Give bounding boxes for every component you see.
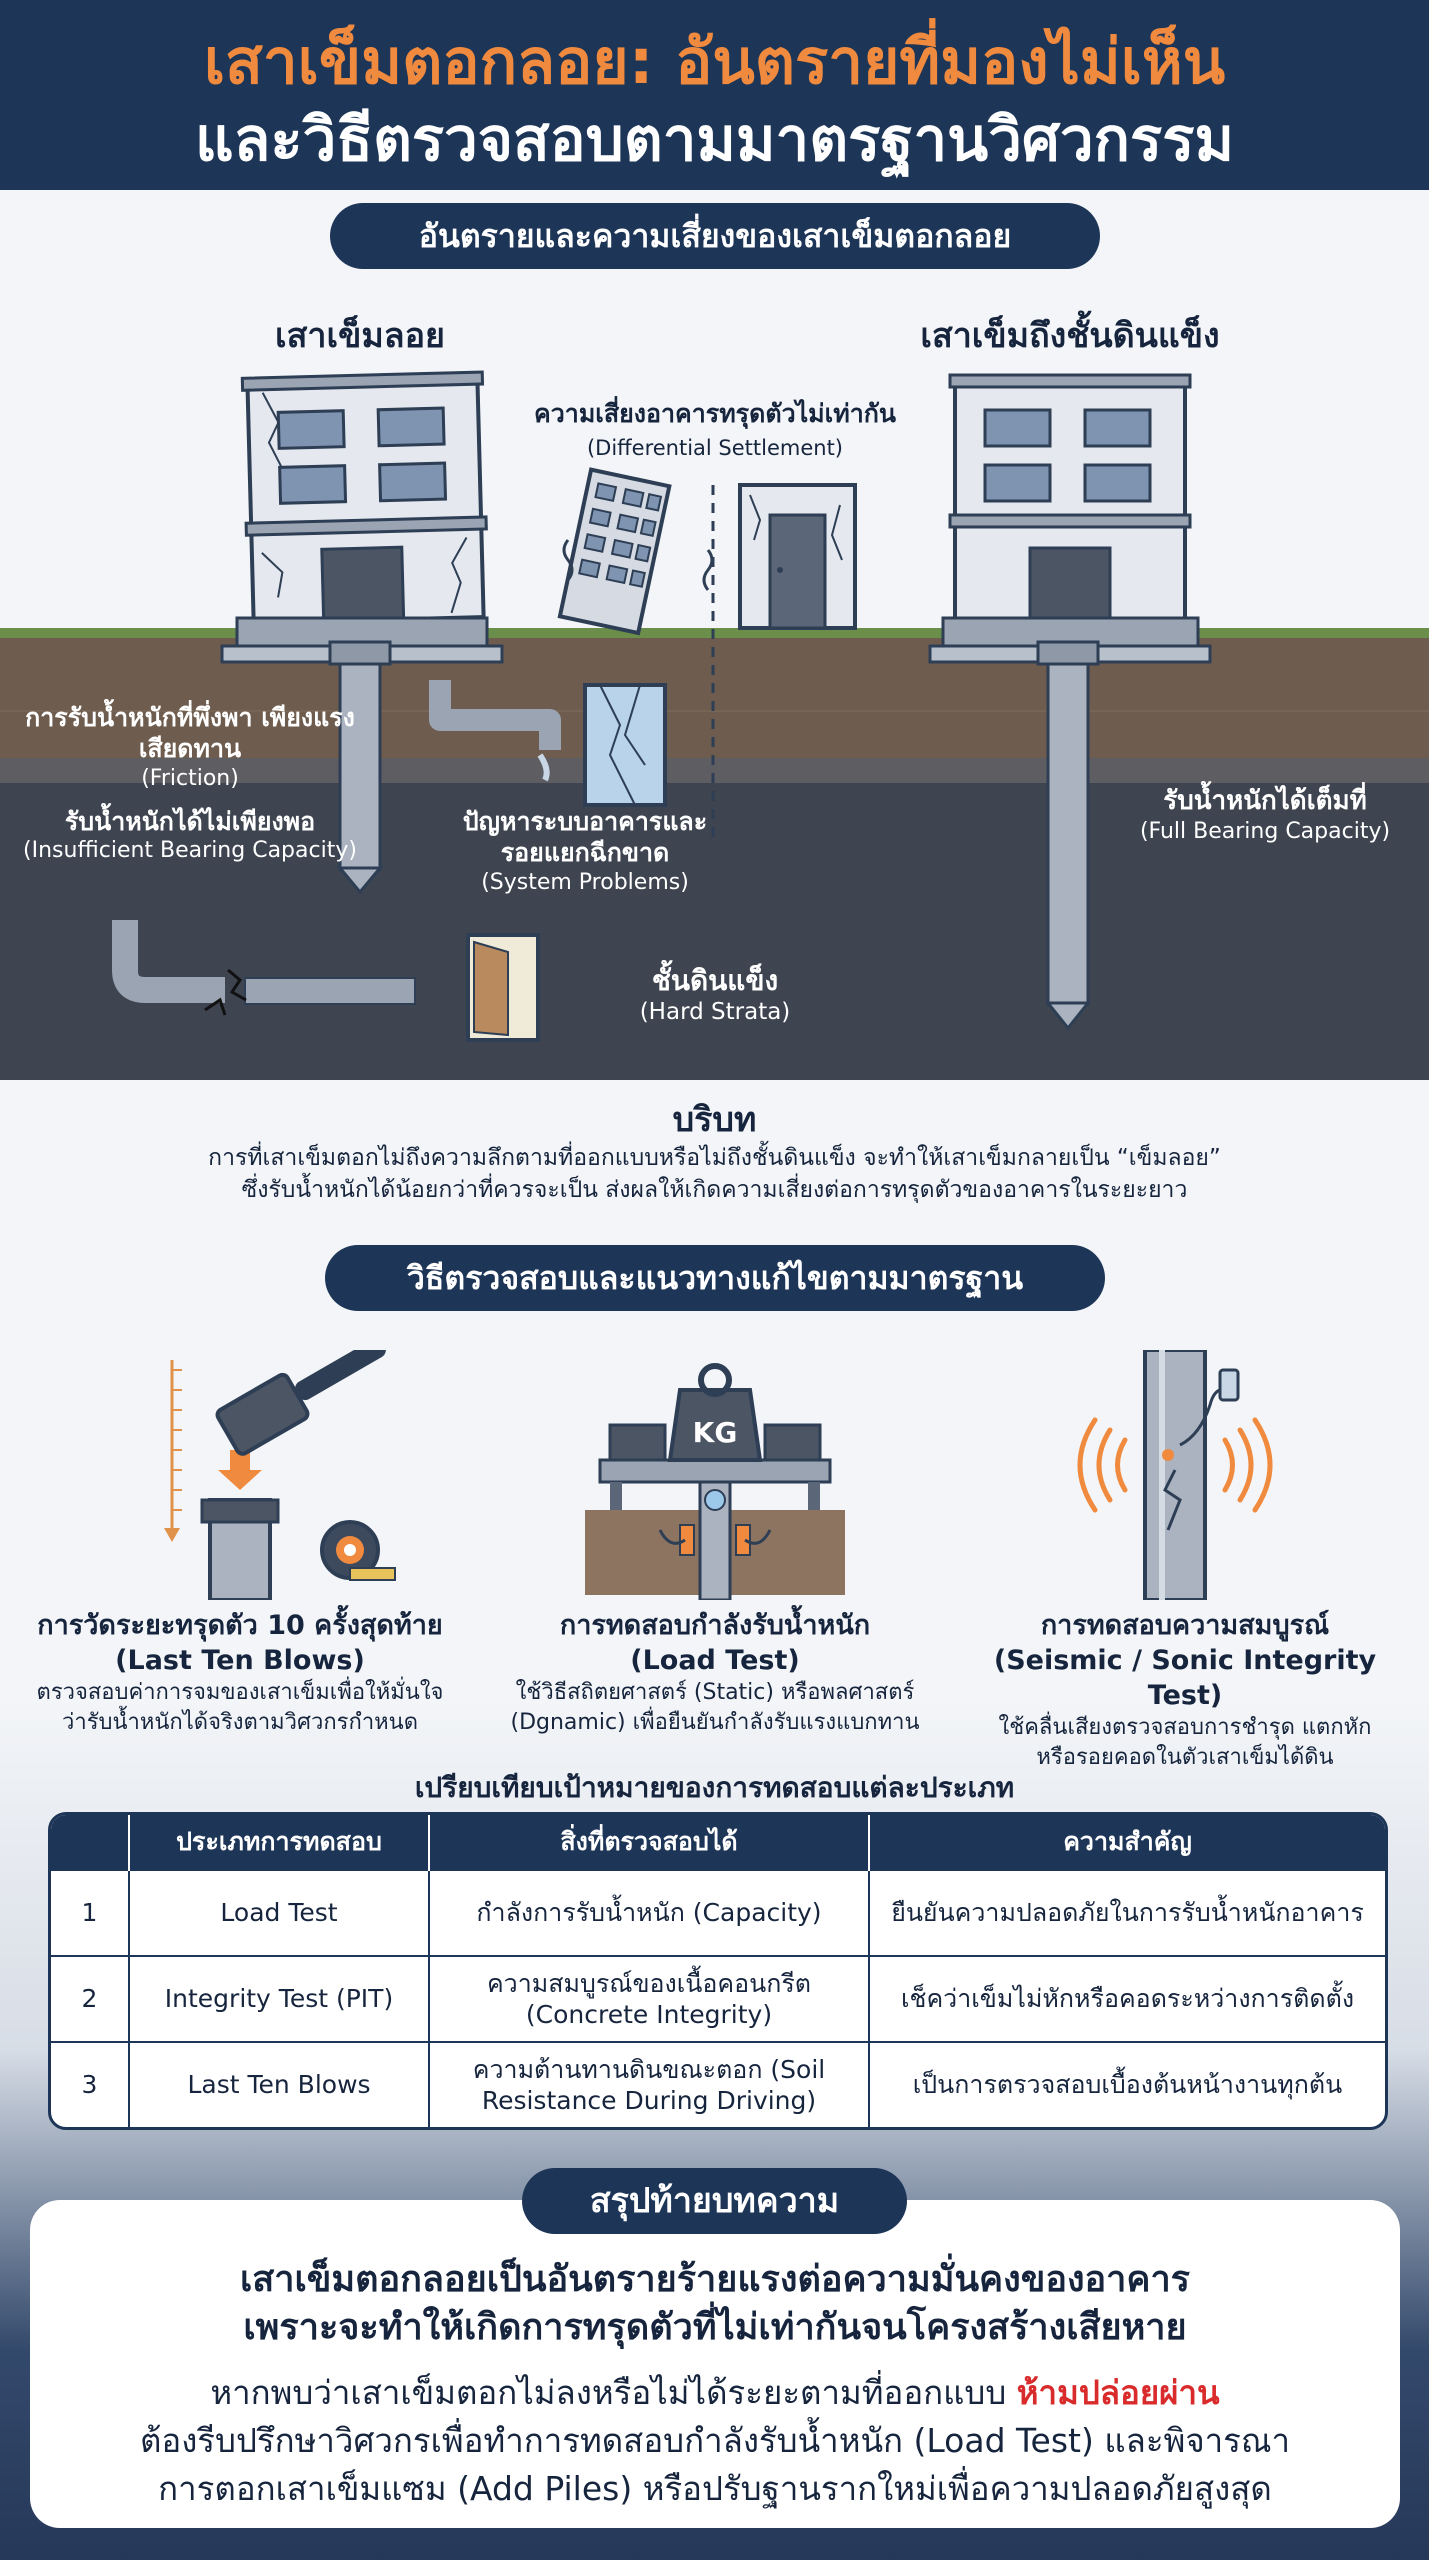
differential-settlement-en: (Differential Settlement) xyxy=(586,435,844,460)
stable-building xyxy=(948,373,1192,622)
system-problems-label: ปัญหาระบบอาคารและ รอยแยกฉีกขาด (System P… xyxy=(440,806,730,896)
full-bearing-th: รับน้ำหนักได้เต็มที่ xyxy=(1163,786,1367,816)
method-subtitle: (Last Ten Blows) xyxy=(115,1645,365,1677)
page-subtitle: และวิธีตรวจสอบตามมาตรฐานวิศวกรรม xyxy=(194,105,1234,175)
broken-pipe-lower xyxy=(112,920,225,1003)
summary-line-3-text: หากพบว่าเสาเข็มตอกไม่ลงหรือไม่ได้ระยะตาม… xyxy=(210,2373,1017,2412)
row-importance: เป็นการตรวจสอบเบื้องต้นหน้างานทุกต้น xyxy=(868,2041,1385,2127)
row-importance: เช็คว่าเข็มไม่หักหรือคอดระหว่างการติดตั้… xyxy=(868,1955,1385,2042)
full-bearing-label: รับน้ำหนักได้เต็มที่ (Full Bearing Capac… xyxy=(1110,785,1420,845)
row-no: 2 xyxy=(51,1955,129,2042)
header-no xyxy=(51,1815,129,1870)
header-importance: ความสำคัญ xyxy=(868,1815,1385,1870)
cracked-building xyxy=(240,370,488,626)
floating-pile-title: เสาเข็มลอย xyxy=(275,316,445,356)
broken-pipe-upper xyxy=(429,680,561,750)
summary-line-5: การตอกเสาเข็มแซม (Add Piles) หรือปรับฐาน… xyxy=(158,2469,1272,2508)
differential-settlement-label: ความเสี่ยงอาคารทรุดตัวไม่เท่ากัน (Differ… xyxy=(480,398,950,463)
method-last-ten-blows: การวัดระยะทรุดตัว 10 ครั้งสุดท้าย (Last … xyxy=(20,1608,460,1738)
summary-warning: ห้ามปล่อยผ่าน xyxy=(1016,2373,1220,2412)
summary-bold-line-2: เพราะจะทำให้เกิดการทรุดตัวที่ไม่เท่ากันจ… xyxy=(243,2307,1187,2348)
system-problems-th: ปัญหาระบบอาคารและ รอยแยกฉีกขาด xyxy=(462,807,708,868)
page-title: เสาเข็มตอกลอย: อันตรายที่มองไม่เห็น xyxy=(203,25,1226,98)
method-desc-2: หรือรอยคอดในตัวเสาเข็มได้ดิน xyxy=(1036,1744,1334,1770)
friction-th: การรับน้ำหนักที่พึ่งพา เพียงแรงเสียดทาน xyxy=(25,703,355,764)
comparison-table: ประเภทการทดสอบ สิ่งที่ตรวจสอบได้ ความสำค… xyxy=(48,1812,1388,2130)
method-subtitle: (Load Test) xyxy=(630,1645,800,1677)
method-title: การวัดระยะทรุดตัว 10 ครั้งสุดท้าย xyxy=(37,1610,443,1641)
end-bearing-pile xyxy=(1046,658,1090,1007)
row-checks: กำลังการรับน้ำหนัก (Capacity) xyxy=(428,1869,869,1956)
method-title: การทดสอบกำลังรับน้ำหนัก xyxy=(559,1610,871,1641)
method-integrity-test: การทดสอบความสมบูรณ์ (Seismic / Sonic Int… xyxy=(960,1608,1410,1773)
row-type: Load Test xyxy=(128,1869,429,1956)
table-header-row: ประเภทการทดสอบ สิ่งที่ตรวจสอบได้ ความสำค… xyxy=(51,1815,1385,1870)
context-line-2: ซึ่งรับน้ำหนักได้น้อยกว่าที่ควรจะเป็น ส่… xyxy=(241,1177,1188,1203)
hard-strata-label: ชั้นดินแข็ง (Hard Strata) xyxy=(570,963,860,1027)
method-desc-1: ใช้วิธีสถิตยศาสตร์ (Static) หรือพลศาสตร์ xyxy=(515,1680,915,1706)
hazard-section-heading: อันตรายและความเสี่ยงของเสาเข็มตอกลอย xyxy=(330,203,1100,269)
row-checks: ความต้านทานดินขณะตอก (Soil Resistance Du… xyxy=(428,2041,869,2127)
full-bearing-en: (Full Bearing Capacity) xyxy=(1139,818,1391,844)
row-importance: ยืนยันความปลอดภัยในการรับน้ำหนักอาคาร xyxy=(868,1869,1385,1956)
row-type: Last Ten Blows xyxy=(128,2041,429,2127)
summary-line-3: หากพบว่าเสาเข็มตอกไม่ลงหรือไม่ได้ระยะตาม… xyxy=(30,2366,1400,2419)
friction-en: (Friction) xyxy=(141,765,239,791)
table-row: 2 Integrity Test (PIT) ความสมบูรณ์ของเนื… xyxy=(51,1955,1385,2042)
load-test-icon: KG xyxy=(585,1363,845,1600)
method-desc-2: ว่ารับน้ำหนักได้จริงตามวิศวกรกำหนด xyxy=(62,1709,418,1735)
differential-settlement-th: ความเสี่ยงอาคารทรุดตัวไม่เท่ากัน xyxy=(534,399,896,428)
floating-pile xyxy=(338,658,382,872)
insufficient-capacity-th: รับน้ำหนักได้ไม่เพียงพอ xyxy=(64,807,316,836)
friction-label: การรับน้ำหนักที่พึ่งพา เพียงแรงเสียดทาน … xyxy=(25,702,355,792)
method-subtitle: (Seismic / Sonic Integrity Test) xyxy=(993,1645,1377,1712)
insufficient-capacity-label: รับน้ำหนักได้ไม่เพียงพอ (Insufficient Be… xyxy=(20,806,360,865)
method-title: การทดสอบความสมบูรณ์ xyxy=(1040,1610,1330,1641)
row-no: 3 xyxy=(51,2041,129,2127)
header-checks: สิ่งที่ตรวจสอบได้ xyxy=(428,1815,869,1870)
system-problems-en: (System Problems) xyxy=(481,869,689,895)
hammer-icon xyxy=(164,1350,396,1600)
context-heading: บริบท xyxy=(672,1100,757,1140)
page-header xyxy=(0,0,1429,190)
hazard-illustration xyxy=(0,280,1429,1080)
summary-box xyxy=(30,2200,1400,2528)
table-row: 3 Last Ten Blows ความต้านทานดินขณะตอก (S… xyxy=(51,2041,1385,2127)
summary-line-4: ต้องรีบปรึกษาวิศวกรเพื่อทำการทดสอบกำลังร… xyxy=(139,2421,1291,2460)
method-desc-1: ใช้คลื่นเสียงตรวจสอบการชำรุด แตกหัก xyxy=(998,1715,1372,1741)
end-bearing-pile-title: เสาเข็มถึงชั้นดินแข็ง xyxy=(920,316,1220,356)
row-type: Integrity Test (PIT) xyxy=(128,1955,429,2042)
tilting-building xyxy=(557,467,672,636)
method-load-test: การทดสอบกำลังรับน้ำหนัก (Load Test) ใช้ว… xyxy=(490,1608,940,1738)
header-type: ประเภทการทดสอบ xyxy=(128,1815,429,1870)
insufficient-capacity-en: (Insufficient Bearing Capacity) xyxy=(23,838,357,864)
summary-bold-line-1: เสาเข็มตอกลอยเป็นอันตรายร้ายแรงต่อความมั… xyxy=(239,2259,1190,2300)
sonic-integrity-icon xyxy=(1077,1350,1273,1600)
method-desc-1: ตรวจสอบค่าการจมของเสาเข็มเพื่อให้มั่นใจ xyxy=(36,1680,444,1706)
summary-heading: สรุปท้ายบทความ xyxy=(522,2168,907,2234)
methods-section-heading: วิธีตรวจสอบและแนวทางแก้ไขตามมาตรฐาน xyxy=(325,1245,1105,1311)
comparison-title: เปรียบเทียบเป้าหมายของการทดสอบแต่ละประเภ… xyxy=(414,1771,1015,1804)
hard-strata-th: ชั้นดินแข็ง xyxy=(651,964,779,997)
row-no: 1 xyxy=(51,1869,129,1956)
row-checks: ความสมบูรณ์ของเนื้อคอนกรีต (Concrete Int… xyxy=(428,1955,869,2042)
context-line-1: การที่เสาเข็มตอกไม่ถึงความลึกตามที่ออกแบ… xyxy=(208,1145,1221,1171)
table-row: 1 Load Test กำลังการรับน้ำหนัก (Capacity… xyxy=(51,1869,1385,1956)
method-desc-2: (Dgnamic) เพื่อยืนยันกำลังรับแรงแบกทาน xyxy=(510,1709,920,1735)
hard-strata-en: (Hard Strata) xyxy=(639,999,791,1025)
kg-weight-label: KG xyxy=(693,1416,738,1449)
